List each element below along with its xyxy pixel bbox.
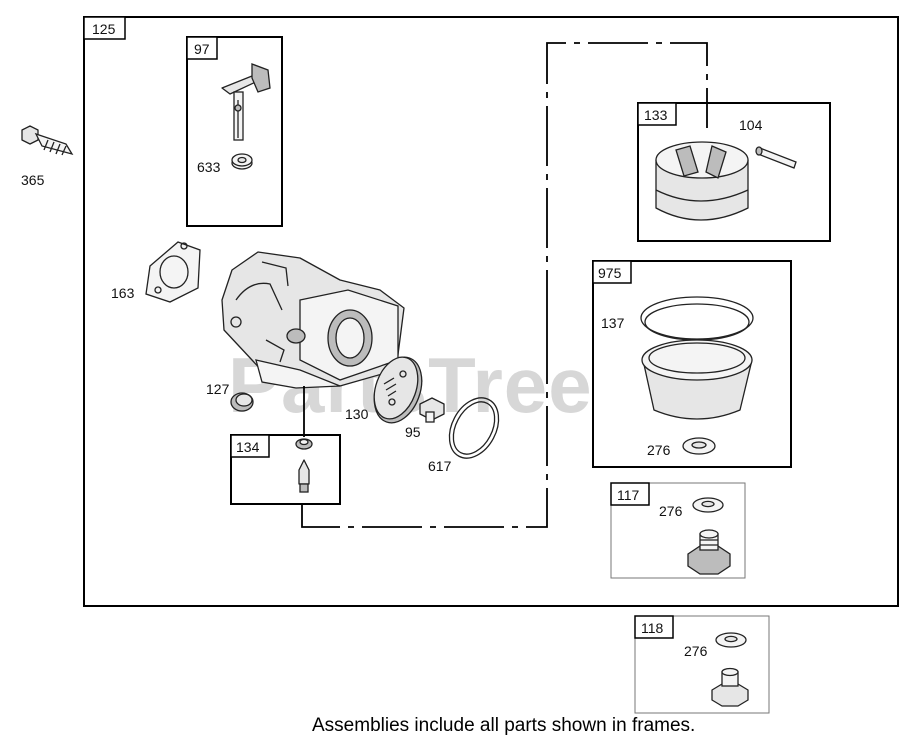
frame-118: 118 276	[634, 615, 770, 714]
part-617: 617	[428, 397, 500, 474]
label-130: 130	[345, 406, 369, 422]
part-95: 95	[405, 397, 445, 440]
label-276-118: 276	[684, 643, 708, 659]
label-104: 104	[739, 117, 763, 133]
connector-top	[546, 42, 708, 330]
plate-130-icon	[373, 356, 423, 424]
frame-134: 134	[230, 386, 341, 505]
label-137: 137	[601, 315, 625, 331]
washer-633-icon	[231, 153, 253, 170]
label-276-117: 276	[659, 503, 683, 519]
frame-975: 975 137 276	[592, 260, 792, 468]
needle-seat-134-icon	[295, 438, 313, 493]
screw-95-icon	[419, 397, 445, 423]
frame-97: 97 633	[186, 36, 283, 227]
frame-117: 117 276	[610, 482, 746, 579]
frame-97-border	[186, 36, 283, 227]
bolt-117-icon	[687, 529, 731, 575]
label-163: 163	[111, 285, 135, 301]
frame-134-label: 134	[236, 439, 260, 455]
frame-134-tag	[230, 434, 270, 458]
footer-note: Assemblies include all parts shown in fr…	[312, 715, 695, 736]
frame-133-label: 133	[644, 107, 668, 123]
frame-125: 125	[83, 16, 899, 607]
label-95: 95	[405, 424, 421, 440]
frame-117-border	[610, 482, 746, 579]
bolt-118-icon	[711, 667, 749, 707]
part-163: 163	[111, 241, 201, 303]
frame-975-label: 975	[598, 265, 622, 281]
label-617: 617	[428, 458, 452, 474]
oring-617-icon	[448, 397, 500, 459]
gasket-163-icon	[145, 241, 201, 303]
washer-276-117-icon	[692, 497, 724, 513]
frame-133: 133 104	[637, 102, 831, 242]
choke-shaft-icon	[221, 63, 271, 141]
connector-bottom	[301, 330, 548, 528]
frame-134-border	[230, 434, 341, 505]
bowl-137-icon	[640, 296, 754, 420]
frame-133-tag	[637, 102, 677, 126]
frame-125-border	[83, 16, 899, 607]
plug-127-icon	[230, 392, 254, 412]
label-365: 365	[21, 172, 45, 188]
frame-125-label: 125	[92, 21, 116, 37]
frame-117-label: 117	[617, 487, 640, 503]
label-633: 633	[197, 159, 221, 175]
label-276-975: 276	[647, 442, 671, 458]
frame-118-border	[634, 615, 770, 714]
part-127: 127	[206, 381, 254, 412]
washer-276-975-icon	[682, 437, 716, 455]
part-365: 365	[21, 125, 74, 188]
frame-975-border	[592, 260, 792, 468]
part-130: 130	[345, 356, 423, 424]
frame-975-tag	[592, 260, 632, 284]
frame-118-label: 118	[641, 620, 664, 636]
washer-276-118-icon	[715, 632, 747, 648]
frame-97-label: 97	[194, 41, 210, 57]
label-127: 127	[206, 381, 230, 397]
frame-133-border	[637, 102, 831, 242]
frame-125-tag	[83, 16, 126, 40]
pin-104-icon	[755, 146, 797, 169]
bolt-365-icon	[21, 125, 74, 156]
frame-117-tag	[610, 482, 650, 506]
carburetor-body-icon	[221, 251, 405, 389]
frame-118-tag	[634, 615, 674, 639]
frame-97-tag	[186, 36, 218, 60]
float-133-icon	[655, 141, 749, 221]
